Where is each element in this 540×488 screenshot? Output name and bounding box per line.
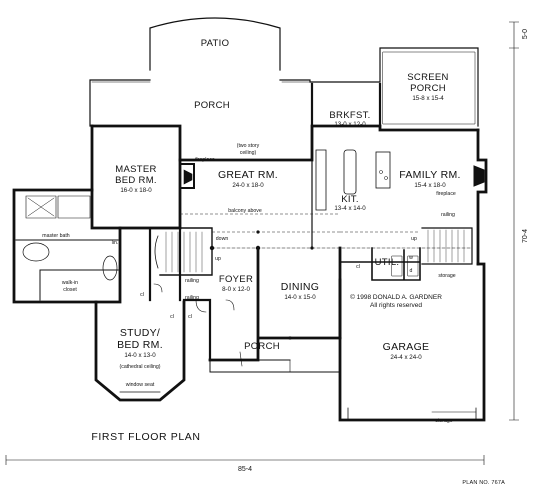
porch-offset-dimension: 5-0 — [522, 29, 529, 39]
annotations: (two story ceiling) fireplace fireplace … — [42, 143, 456, 424]
closet-note-3: cl — [170, 314, 174, 320]
great-rm-dims: 24-0 x 18-0 — [232, 182, 264, 189]
brkfst-dims: 13-0 x 12-0 — [334, 121, 366, 128]
dimension-lines — [5, 21, 519, 465]
stair-right — [421, 227, 473, 265]
garage-walls — [338, 262, 486, 422]
down-note: down — [216, 236, 229, 242]
plan-number: PLAN NO. 767A — [462, 480, 505, 486]
columns — [209, 230, 342, 340]
study-walls — [94, 300, 186, 402]
up-right-note: up — [411, 236, 417, 242]
closet-note-1: cl — [356, 264, 360, 270]
stair-left — [159, 227, 213, 276]
storage-note-2: storage — [435, 418, 452, 424]
walkin-note-2: closet — [63, 287, 77, 293]
two-story-note-1: (two story — [237, 143, 260, 149]
foyer-dims: 8-0 x 12-0 — [222, 286, 250, 293]
kit-label: KIT. — [341, 194, 359, 205]
railing-note-3: railing — [185, 295, 199, 301]
room-labels: PATIO PORCH SCREEN PORCH 15-8 x 15-4 BRK… — [115, 38, 461, 361]
kit-dims: 13-4 x 14-0 — [334, 205, 366, 212]
foyer-label: FOYER — [219, 274, 253, 285]
screen-porch-label-1: SCREEN — [407, 72, 448, 83]
storage-note-1: storage — [438, 273, 455, 279]
garage-label: GARAGE — [383, 341, 430, 353]
closet-note-4: cl — [188, 314, 192, 320]
fireplace-left-note: fireplace — [195, 157, 215, 163]
family-walls — [476, 128, 488, 266]
study-label-1: STUDY/ — [120, 327, 160, 339]
rear-porch-label: PORCH — [194, 100, 230, 111]
great-rm-label: GREAT RM. — [218, 169, 278, 181]
patio-outline — [149, 17, 281, 71]
rear-porch-outline — [89, 47, 479, 127]
up-left-note: up — [215, 256, 221, 262]
util-label: UTIL. — [375, 257, 400, 268]
family-rm-label: FAMILY RM. — [399, 169, 461, 181]
screen-porch-dims: 15-8 x 15-4 — [412, 95, 444, 102]
copyright-line-2: All rights reserved — [370, 302, 422, 309]
brkfst-label: BRKFST. — [329, 110, 370, 121]
dining-label: DINING — [281, 281, 320, 293]
width-dimension: 85-4 — [238, 466, 252, 473]
garage-dims: 24-4 x 24-0 — [390, 354, 422, 361]
copyright-line-1: © 1998 DONALD A. GARDNER — [350, 293, 442, 301]
two-story-note-2: ceiling) — [240, 150, 257, 156]
master-bed-dims: 16-0 x 18-0 — [120, 187, 152, 194]
washer-note: w — [409, 255, 413, 261]
railing-note-1: railing — [441, 212, 455, 218]
balcony-lines — [180, 213, 420, 233]
study-label-2: BED RM. — [117, 339, 163, 351]
dryer-note: d — [410, 268, 413, 274]
cathedral-note: (cathedral ceiling) — [120, 364, 161, 370]
lin-note: lin. — [112, 240, 119, 246]
study-dims: 14-0 x 13-0 — [124, 352, 156, 359]
balcony-note: balcony above — [228, 208, 262, 214]
copyright-block: © 1998 DONALD A. GARDNER All rights rese… — [350, 293, 442, 309]
dining-dims: 14-0 x 15-0 — [284, 294, 316, 301]
front-porch-outline — [209, 359, 341, 373]
master-bath-note: master bath — [42, 233, 70, 239]
walls — [12, 17, 488, 422]
front-porch-label: PORCH — [244, 341, 280, 352]
family-rm-dims: 15-4 x 18-0 — [414, 182, 446, 189]
closet-note-2: cl — [140, 292, 144, 298]
master-bed-label-1: MASTER — [115, 164, 156, 175]
screen-porch-label-2: PORCH — [410, 83, 446, 94]
plan-title: FIRST FLOOR PLAN — [91, 431, 200, 443]
fireplace-right-note: fireplace — [436, 191, 456, 197]
railing-note-2: railing — [185, 278, 199, 284]
rear-wall — [90, 124, 480, 162]
master-bed-label-2: BED RM. — [115, 175, 157, 186]
walkin-note-1: walk-in — [62, 280, 78, 286]
window-seat-note: window seat — [126, 382, 155, 388]
master-bath-walls — [12, 188, 122, 304]
depth-dimension: 70-4 — [522, 229, 529, 243]
patio-label: PATIO — [201, 38, 230, 49]
util-walls — [339, 247, 421, 281]
